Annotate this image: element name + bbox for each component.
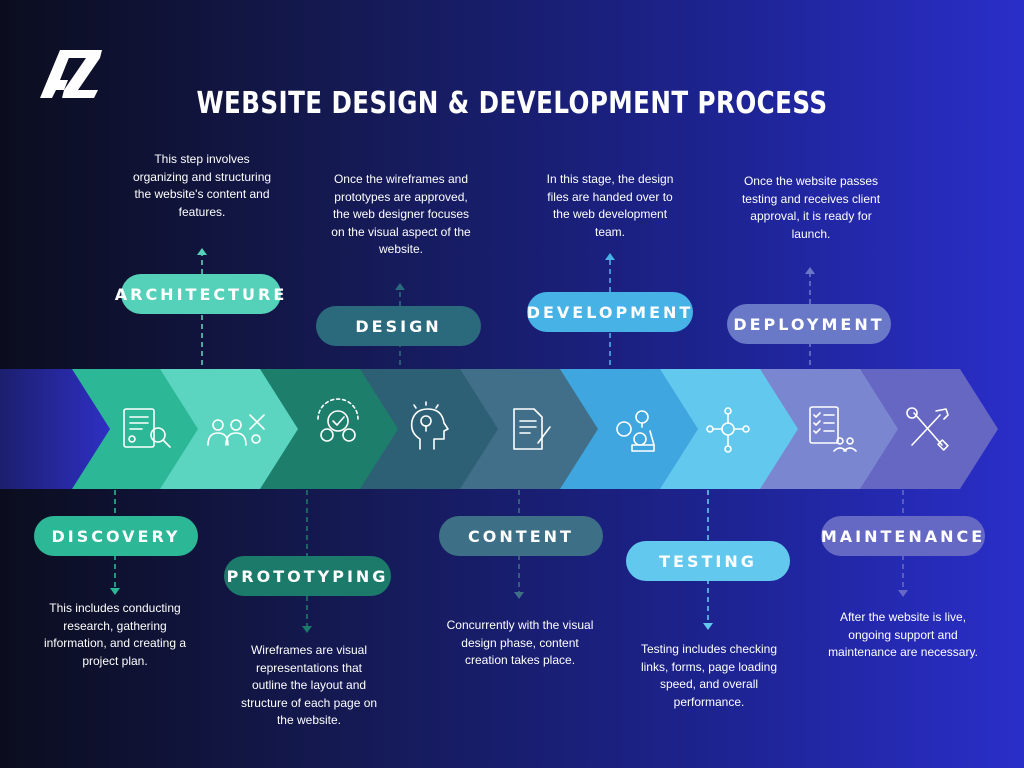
document-search-icon [123,408,171,448]
step-desc-development: In this stage, the design files are hand… [546,172,674,239]
chevron-design [340,369,498,489]
process-chevron-band [0,369,998,489]
step-desc-maintenance: After the website is live, ongoing suppo… [828,610,978,659]
step-pill-design: DESIGN [316,306,481,346]
step-pill-testing: TESTING [626,541,790,581]
step-pill-content: CONTENT [439,516,603,556]
wrench-screwdriver-icon [906,407,949,451]
chevron-content [440,369,598,489]
step-desc-prototyping: Wireframes are visual representations th… [240,643,378,727]
step-pill-architecture: ARCHITECTURE [115,274,284,314]
step-desc-deployment: Once the website passes testing and rece… [741,174,881,241]
step-pill-development: DEVELOPMENT [527,292,693,332]
gears-bulb-icon [616,410,655,452]
step-pill-deployment: DEPLOYMENT [727,304,891,344]
document-pen-icon [513,408,551,450]
checklist-team-icon [809,406,857,452]
gears-check-icon [317,398,359,442]
chevron-maintenance [840,369,998,489]
head-lightbulb-icon [410,401,449,450]
step-desc-architecture: This step involves organizing and struct… [132,152,272,219]
chevron-start [0,369,110,489]
step-desc-testing: Testing includes checking links, forms, … [640,642,778,709]
step-desc-content: Concurrently with the visual design phas… [446,618,594,667]
logo-text: AZ [0,0,1,1]
people-tools-icon [207,414,265,446]
step-desc-design: Once the wireframes and prototypes are a… [331,172,471,256]
chevron-development [540,369,698,489]
step-pill-prototyping: PROTOTYPING [224,556,391,596]
chevron-architecture [140,369,298,489]
az-logo [40,50,102,98]
step-desc-discovery: This includes conducting research, gathe… [43,601,187,668]
page-title: WEBSITE DESIGN & DEVELOPMENT PROCESS [196,86,828,121]
chevron-prototyping [240,369,398,489]
step-pill-discovery: DISCOVERY [34,516,198,556]
network-nodes-icon [706,407,750,453]
step-pill-maintenance: MAINTENANCE [821,516,985,556]
